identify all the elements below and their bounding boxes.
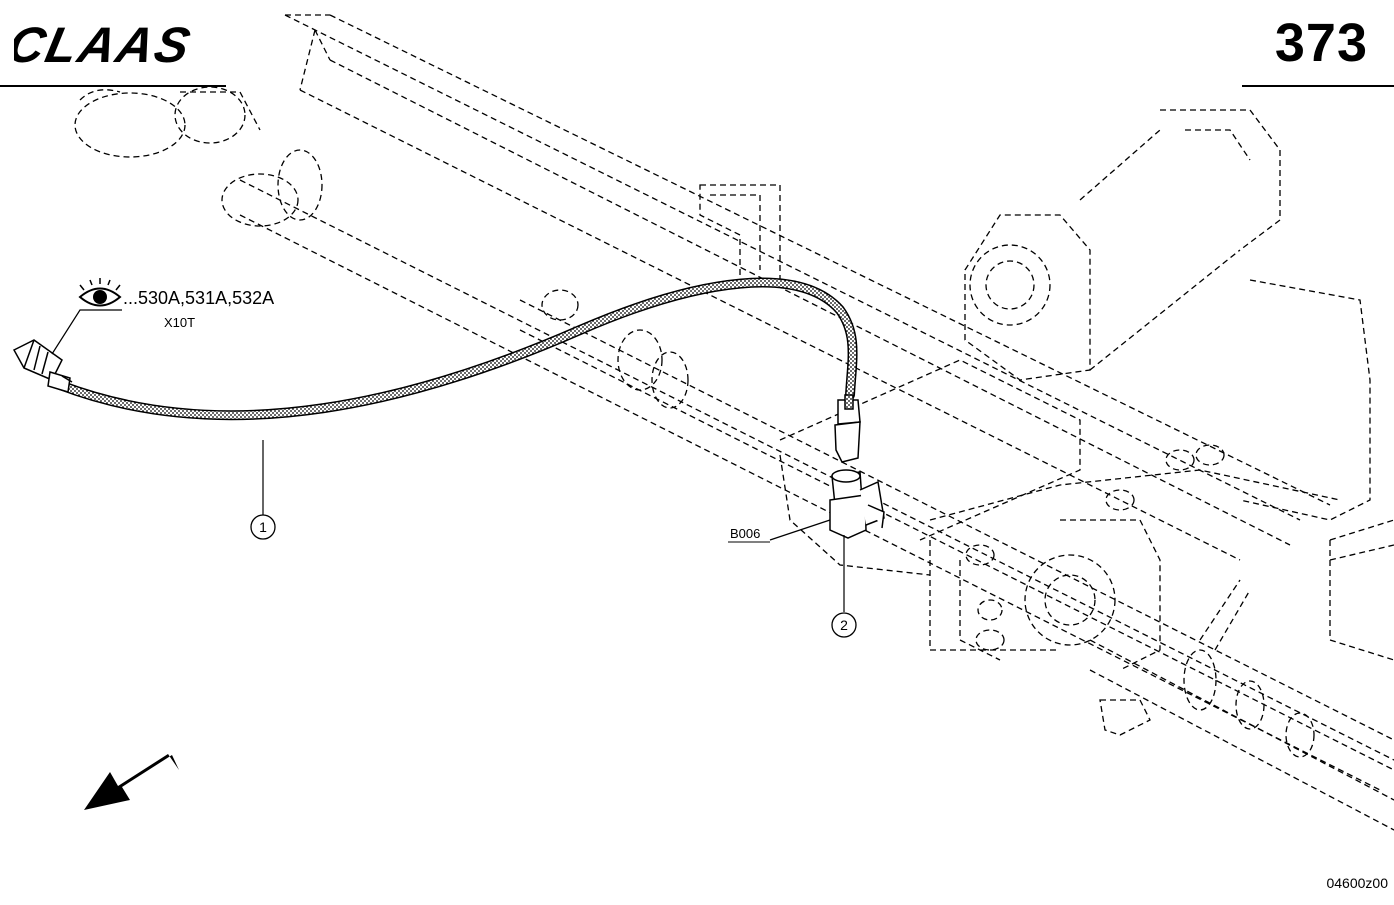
callout-1-number: 1 (259, 519, 267, 535)
claas-logo: CLAAS (3, 17, 234, 73)
connector-x10t (12, 339, 73, 393)
sensor-b006 (829, 394, 885, 539)
machine-frame-background (74, 14, 1394, 831)
callout-1: 1 (250, 514, 276, 540)
callout-2-number: 2 (840, 617, 848, 633)
connector-code-label: X10T (164, 315, 195, 330)
leader-lines (51, 309, 845, 612)
page-number: 373 (1274, 13, 1368, 73)
eye-icon (78, 278, 122, 307)
brand-name: CLAAS (14, 20, 197, 68)
arrow-icon (84, 754, 179, 810)
drawing-code: 04600z00 (1326, 875, 1388, 891)
sensor-code-label: B006 (730, 526, 760, 541)
cable-harness (55, 277, 858, 421)
callout-2: 2 (831, 612, 857, 638)
view-reference-label: ...530A,531A,532A (123, 288, 274, 308)
